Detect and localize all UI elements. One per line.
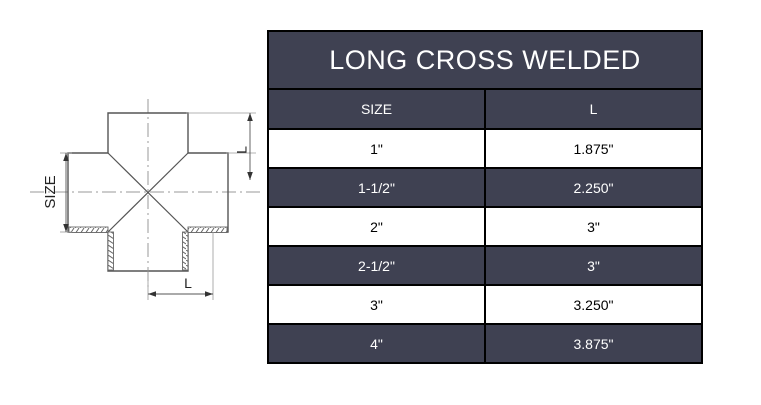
cell-l: 3" bbox=[484, 206, 703, 247]
cross-fitting-svg: SIZE L L bbox=[30, 99, 262, 300]
cell-l: 3" bbox=[484, 245, 703, 286]
cell-size: 2-1/2" bbox=[267, 245, 486, 286]
dimension-label-l-vertical: L bbox=[234, 146, 250, 154]
hatch-right bbox=[187, 226, 228, 233]
table-header-row: SIZE L bbox=[267, 88, 703, 130]
cell-size: 1" bbox=[267, 128, 486, 169]
table-row: 3" 3.250" bbox=[267, 284, 703, 325]
cell-size: 4" bbox=[267, 323, 486, 364]
hatch-bottom-left bbox=[107, 231, 114, 271]
hatch-bottom-right bbox=[182, 231, 189, 271]
specification-table: LONG CROSS WELDED SIZE L 1" 1.875" 1-1/2… bbox=[267, 30, 703, 364]
cell-l: 1.875" bbox=[484, 128, 703, 169]
cell-size: 2" bbox=[267, 206, 486, 247]
weld-hatching bbox=[68, 226, 228, 271]
table-row: 1" 1.875" bbox=[267, 128, 703, 169]
cross-fitting-drawing: SIZE L L bbox=[0, 0, 265, 405]
diagonal-ne-sw bbox=[107, 152, 189, 233]
cell-size: 1-1/2" bbox=[267, 167, 486, 208]
dimension-l-horizontal: L bbox=[147, 232, 214, 300]
dimension-l-vertical: L bbox=[186, 112, 256, 180]
cell-l: 3.250" bbox=[484, 284, 703, 325]
cell-l: 2.250" bbox=[484, 167, 703, 208]
dimension-label-l-horizontal: L bbox=[184, 275, 192, 291]
table-title-row: LONG CROSS WELDED bbox=[267, 30, 703, 90]
table-row: 2" 3" bbox=[267, 206, 703, 247]
table-title: LONG CROSS WELDED bbox=[267, 30, 703, 90]
column-header-l: L bbox=[484, 88, 703, 130]
dimension-label-size: SIZE bbox=[42, 175, 59, 208]
column-header-size: SIZE bbox=[267, 88, 486, 130]
table-row: 4" 3.875" bbox=[267, 323, 703, 364]
weld-seam-diagonals bbox=[107, 152, 189, 233]
centerlines bbox=[30, 99, 262, 287]
cell-size: 3" bbox=[267, 284, 486, 325]
table-row: 1-1/2" 2.250" bbox=[267, 167, 703, 208]
dimension-size: SIZE bbox=[42, 152, 72, 233]
table-row: 2-1/2" 3" bbox=[267, 245, 703, 286]
cell-l: 3.875" bbox=[484, 323, 703, 364]
hatch-left bbox=[68, 226, 109, 233]
